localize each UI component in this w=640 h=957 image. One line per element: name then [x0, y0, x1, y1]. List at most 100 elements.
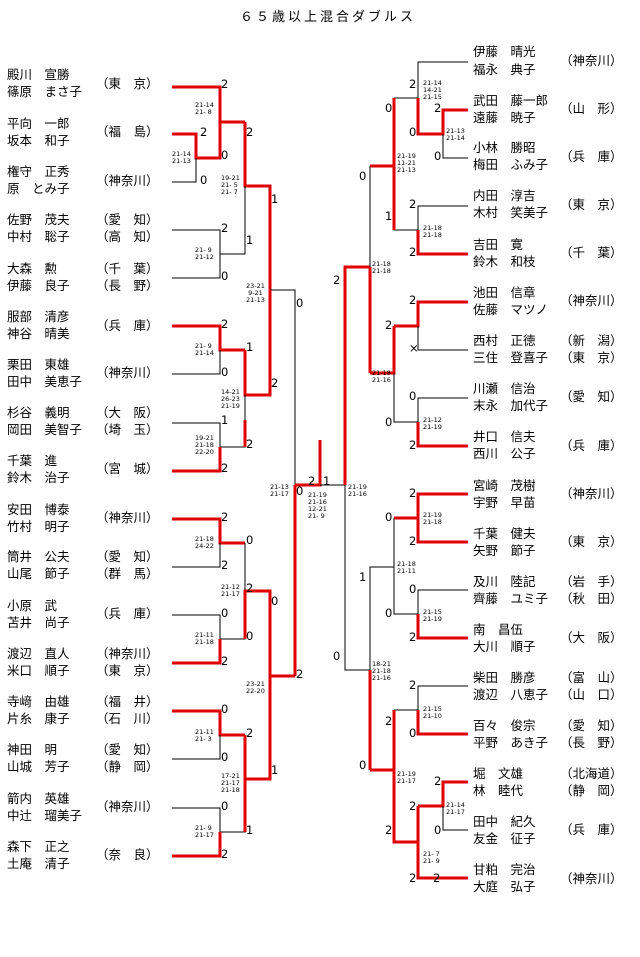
right-entry-10-player-1: 宮崎 茂樹	[473, 478, 536, 493]
bracket-line	[369, 518, 395, 670]
winner-path	[416, 230, 468, 256]
right-entry-8-player-1: 川瀬 信治	[473, 381, 536, 396]
left-entry-17-player-1: 森下 正之	[7, 839, 70, 854]
right-entry-5-player-1: 吉田 寛	[473, 237, 524, 252]
game-detail-l12: 23-21 22-20	[246, 680, 265, 695]
score: 2	[434, 774, 442, 788]
game-detail-r5: 21-18 21-18	[372, 260, 391, 275]
left-entry-3-affiliation: （神奈川）	[96, 173, 159, 188]
bracket-line	[172, 158, 197, 183]
winner-path	[343, 265, 370, 485]
left-entry-12-affiliation: （兵 庫）	[96, 606, 159, 621]
score: 0	[409, 125, 417, 139]
bracket-line	[344, 485, 370, 671]
score: 2	[221, 221, 229, 235]
right-entry-2-player-1: 武田 藤一郎	[473, 93, 549, 108]
winner-path	[394, 492, 468, 520]
score: 2	[246, 437, 254, 451]
left-entry-13-player-2: 米口 順子	[7, 663, 70, 678]
score: 0	[434, 823, 442, 837]
score: 1	[323, 474, 331, 488]
left-entry-5-affiliation-2: （長 野）	[96, 278, 159, 293]
left-entry-14-player-1: 寺﨑 由雄	[7, 694, 70, 709]
right-entry-15-player-1: 百々 俊宗	[473, 718, 536, 733]
bracket-line	[172, 350, 221, 375]
right-entry-10-player-2: 宇野 早苗	[473, 495, 536, 510]
score: 0	[221, 148, 229, 162]
left-entry-1-player-1: 殿川 宣勝	[7, 67, 70, 82]
score: 2	[246, 726, 254, 740]
score: 2	[385, 823, 393, 837]
bracket-line	[172, 735, 221, 760]
score: 0	[221, 799, 229, 813]
winner-path	[416, 710, 468, 736]
game-detail-l13: 21-11 21- 3	[195, 728, 214, 743]
score: 2	[385, 318, 393, 332]
right-entry-3-player-1: 小林 勝昭	[473, 140, 536, 155]
right-entry-7-affiliation-1: （新 潟）	[560, 333, 623, 348]
left-entry-2-player-2: 坂本 和子	[7, 133, 70, 148]
right-entry-15-affiliation-2: （長 野）	[560, 735, 623, 750]
winner-path	[172, 709, 245, 737]
score: 1	[271, 192, 279, 206]
left-entry-11-player-1: 筒井 公夫	[7, 549, 70, 564]
right-entry-15-affiliation-1: （愛 知）	[560, 718, 623, 733]
score: 2	[221, 654, 229, 668]
score: 2	[221, 558, 229, 572]
bracket-line	[393, 373, 468, 423]
score: 1	[271, 763, 279, 777]
right-entry-4-affiliation: （東 京）	[560, 197, 623, 212]
right-entry-12-affiliation-2: （秋 田）	[560, 591, 623, 606]
score: 2	[200, 125, 208, 139]
score: 0	[409, 389, 417, 403]
score: 2	[409, 486, 417, 500]
bracket-line	[270, 289, 296, 485]
score: 2	[221, 317, 229, 331]
bracket-line	[417, 326, 468, 351]
game-detail-r2: 21-13 21-14	[446, 127, 465, 142]
left-entry-5-affiliation-1: （千 葉）	[96, 261, 159, 276]
winner-path	[243, 290, 272, 397]
winner-path	[416, 842, 468, 880]
score: ×	[409, 341, 419, 355]
right-entry-2-player-2: 遠藤 暁子	[473, 110, 536, 125]
left-entry-10-player-2: 竹村 明子	[7, 519, 70, 534]
score: 0	[359, 758, 367, 772]
winner-path	[172, 324, 245, 352]
right-entry-1-player-1: 伊藤 晴光	[473, 44, 536, 59]
right-entry-14-affiliation-1: （富 山）	[560, 670, 623, 685]
right-entry-4-player-2: 木村 笑美子	[473, 205, 549, 220]
score: 0	[385, 101, 393, 115]
left-entry-9-affiliation: （宮 城）	[96, 461, 159, 476]
right-entry-16-player-2: 林 睦代	[473, 783, 524, 798]
winner-path	[394, 300, 468, 328]
left-entry-5-player-2: 伊藤 良子	[7, 278, 70, 293]
score: 2	[409, 678, 417, 692]
right-entry-5-affiliation: （千 葉）	[560, 245, 623, 260]
score: 2	[409, 245, 417, 259]
right-entry-6-player-2: 佐藤 マツノ	[473, 302, 549, 317]
left-entry-3-player-2: 原 とみ子	[7, 181, 70, 196]
right-entry-1-player-2: 福永 典子	[473, 62, 536, 77]
right-entry-13-affiliation: （大 阪）	[560, 630, 623, 645]
winner-path	[416, 518, 468, 544]
left-entry-3-player-1: 権守 正秀	[7, 164, 70, 179]
left-entry-4-affiliation-1: （愛 知）	[96, 212, 159, 227]
left-entry-2-affiliation: （福 島）	[96, 124, 159, 139]
winner-path	[172, 517, 245, 545]
left-entry-16-affiliation: （神奈川）	[96, 799, 159, 814]
score: 2	[409, 871, 417, 885]
right-entry-14-player-2: 渡辺 八恵子	[473, 687, 549, 702]
game-detail-r1: 21-14 14-21 21-15	[423, 79, 442, 101]
page-title: ６５歳以上混合ダブルス	[240, 10, 417, 25]
score: 0	[385, 606, 393, 620]
score: 0	[333, 649, 341, 663]
game-detail-r12: 21-15 21-10	[423, 705, 442, 720]
game-detail-l10: 21-12 21-17	[221, 583, 240, 598]
left-entry-6-affiliation: （兵 庫）	[96, 318, 159, 333]
right-entry-9-player-1: 井口 信夫	[473, 429, 536, 444]
game-detail-l15: 21- 9 21-17	[195, 824, 214, 839]
game-detail-r10: 21-15 21-19	[423, 608, 442, 623]
left-entry-1-player-2: 篠原 まさ子	[7, 84, 83, 99]
score: 2	[246, 581, 254, 595]
